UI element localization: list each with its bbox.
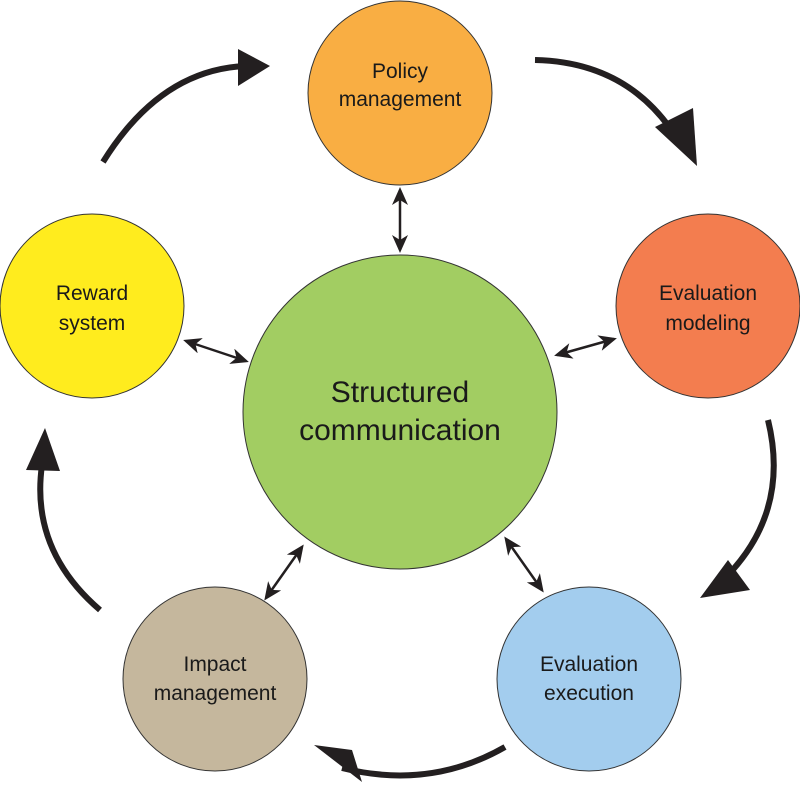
node-label-line-1: Policy xyxy=(372,60,429,83)
arrowhead-icon xyxy=(655,108,697,166)
node-evaluation-execution: Evaluation execution xyxy=(496,586,682,772)
center-label-line-1: Structured xyxy=(331,376,469,409)
arrow-shaft xyxy=(725,419,777,578)
node-label-line-2: execution xyxy=(544,682,634,705)
arrowhead-icon xyxy=(238,49,270,86)
node-label-line-1: Impact xyxy=(183,653,246,676)
arrow-shaft xyxy=(100,63,246,164)
node-circle xyxy=(0,213,185,399)
double-arrow-hub-to-impact-management xyxy=(264,544,304,601)
node-evaluation-modeling: Evaluation modeling xyxy=(615,213,800,399)
center-label-line-2: communication xyxy=(299,414,501,447)
node-policy-management: Policy management xyxy=(307,0,493,186)
center-circle xyxy=(242,254,558,570)
cycle-arrow-policy-management-to-evaluation-modeling xyxy=(534,57,697,166)
arrowhead-icon xyxy=(26,428,60,471)
node-reward-system: Reward system xyxy=(0,213,185,399)
node-label-line-2: modeling xyxy=(665,312,750,335)
node-circle xyxy=(615,213,800,399)
node-label-line-1: Reward xyxy=(56,282,128,305)
node-label-line-2: management xyxy=(339,88,462,111)
node-label-line-2: system xyxy=(59,312,126,335)
node-circle xyxy=(307,0,493,186)
node-circle xyxy=(122,586,308,772)
node-impact-management: Impact management xyxy=(122,586,308,772)
node-label-line-2: management xyxy=(154,682,277,705)
double-arrow-hub-to-evaluation-modeling xyxy=(554,335,617,359)
cycle-arrow-reward-system-to-policy-management xyxy=(100,49,270,164)
node-label-line-1: Evaluation xyxy=(540,653,638,676)
double-arrow-hub-to-reward-system xyxy=(183,338,249,364)
arrow-shaft xyxy=(341,744,507,779)
cycle-arrow-evaluation-execution-to-impact-management xyxy=(314,744,507,782)
cycle-arrow-evaluation-modeling-to-evaluation-execution xyxy=(700,419,777,598)
arrowhead-icon xyxy=(314,745,362,782)
double-arrow-hub-to-evaluation-execution xyxy=(504,536,544,593)
arrowhead-icon xyxy=(700,560,750,598)
arrow-shaft xyxy=(37,464,102,613)
node-label-line-1: Evaluation xyxy=(659,282,757,305)
node-circle xyxy=(496,586,682,772)
cycle-arrow-impact-management-to-reward-system xyxy=(26,428,102,613)
node-structured-communication: Structured communication xyxy=(242,254,558,570)
